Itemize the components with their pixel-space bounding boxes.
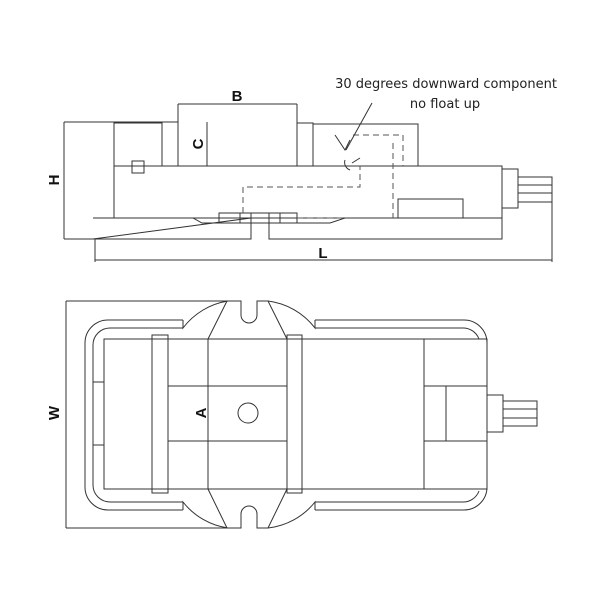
- handle-shaft: [517, 176, 553, 203]
- body-rect: [103, 338, 488, 490]
- handle-hub: [501, 168, 519, 209]
- leader-line: [345, 102, 373, 151]
- hidden-line: [242, 166, 361, 213]
- dim-b-label: B: [232, 88, 243, 105]
- base-plate: [92, 217, 503, 240]
- center-hole: [237, 402, 259, 424]
- handle-shaft-top: [502, 400, 538, 427]
- small-square: [131, 160, 145, 174]
- top-notch: [207, 300, 288, 340]
- dim-a-label: A: [193, 407, 210, 418]
- dim-w-label: W: [46, 405, 63, 420]
- handle-hub-top: [486, 394, 504, 433]
- top-view: W A: [46, 300, 538, 529]
- moving-jaw-block: [312, 123, 419, 167]
- fixed-jaw-block: [113, 122, 163, 167]
- jaw-bar-right: [286, 334, 303, 494]
- side-slot: [397, 198, 464, 219]
- annotation-line2: no float up: [410, 97, 480, 112]
- jaw-arc-top: [182, 300, 316, 330]
- bottom-notch: [207, 488, 288, 529]
- outer-frame: [84, 319, 488, 511]
- hidden-line: [353, 134, 404, 218]
- jaw-arc-bottom: [182, 500, 316, 529]
- dim-c-label: C: [190, 138, 207, 149]
- vise-body: [113, 165, 503, 219]
- dim-l-label: L: [318, 245, 327, 262]
- inner-frame: [92, 327, 480, 503]
- fixed-jaw-plate: [161, 121, 179, 167]
- jaw-bar-left: [151, 334, 169, 494]
- side-view: B C H L 30 degrees downward component no…: [46, 77, 557, 262]
- screw-block: [423, 385, 488, 442]
- moving-jaw-plate: [296, 122, 314, 167]
- annotation-line1: 30 degrees downward component: [335, 77, 557, 92]
- dim-h-label: H: [46, 175, 63, 186]
- angle-symbol: [334, 134, 361, 171]
